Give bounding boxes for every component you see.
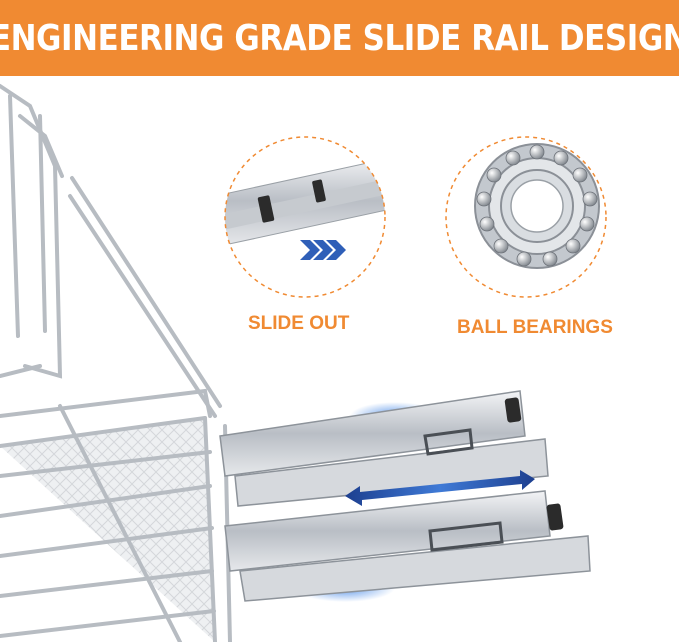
product-photo xyxy=(0,84,607,642)
feature-label-slide-out: SLIDE OUT xyxy=(248,313,350,334)
ball-bearing-icon xyxy=(445,136,607,298)
feature-label-ball-bearings: BALL BEARINGS xyxy=(457,317,613,338)
chevron-right-icon xyxy=(300,240,346,260)
slide-rails xyxy=(219,390,591,602)
slide-rail-closeup-icon xyxy=(224,136,386,298)
double-arrow-icon xyxy=(345,470,535,506)
header-banner: ENGINEERING GRADE SLIDE RAIL DESIGN xyxy=(0,0,679,76)
wire-basket xyxy=(0,84,232,642)
banner-title: ENGINEERING GRADE SLIDE RAIL DESIGN xyxy=(0,17,679,59)
